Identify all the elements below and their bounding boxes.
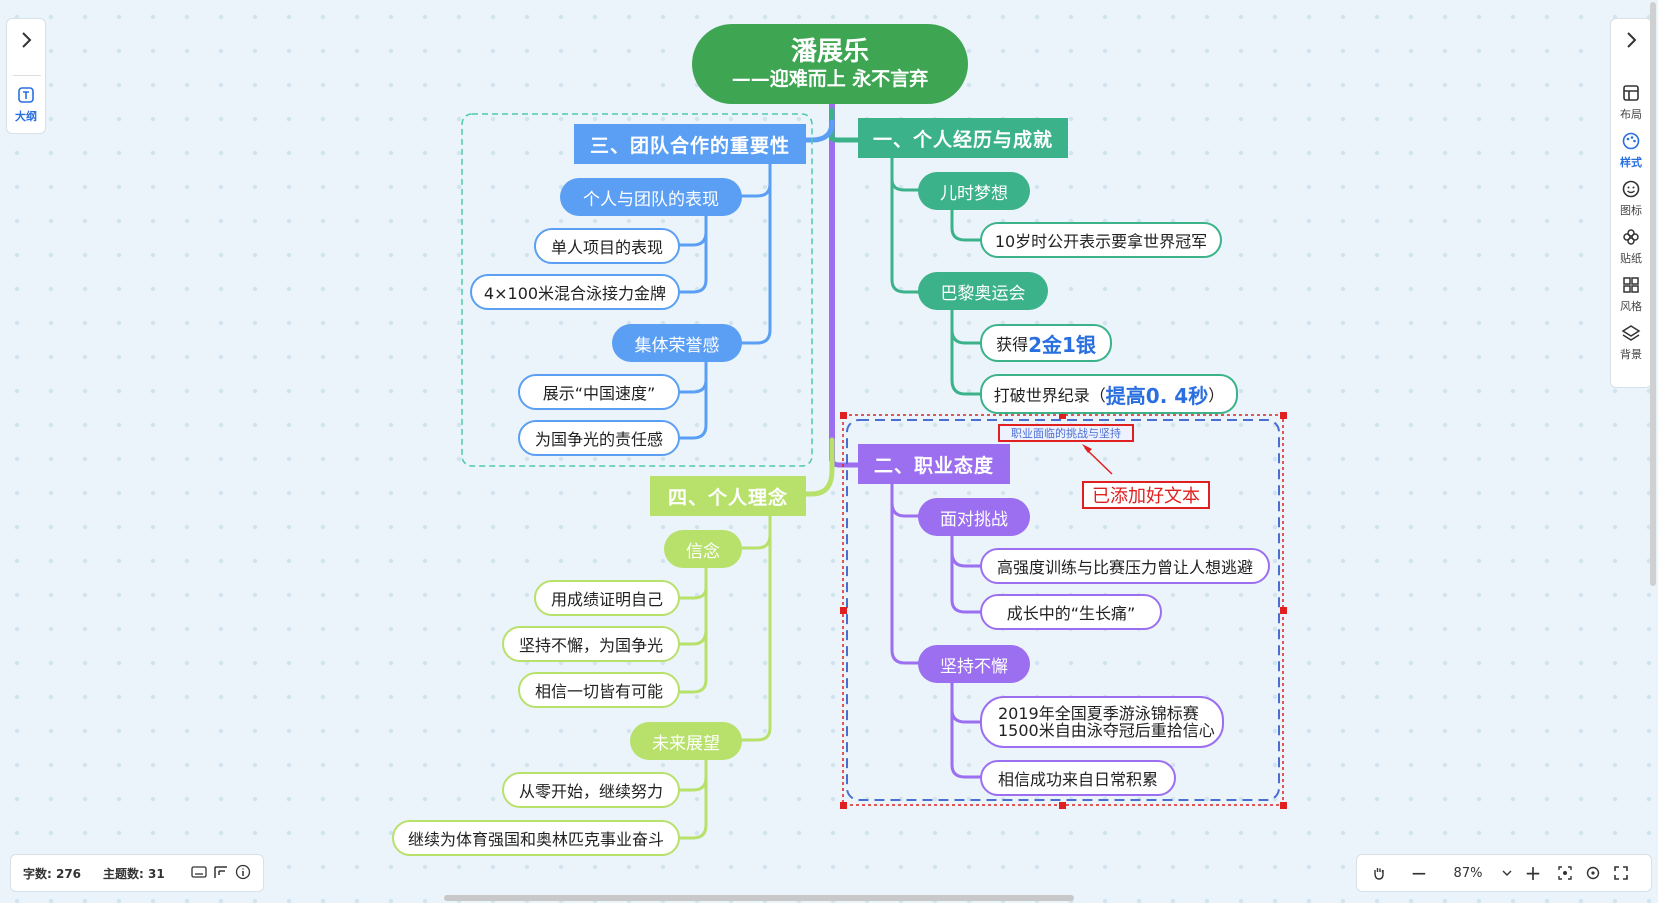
root-subtitle: ——迎难而上 永不言弃: [731, 68, 929, 90]
sticker-label: 贴纸: [1620, 252, 1642, 265]
b3-leaf-relay-gold[interactable]: 4×100米混合泳接力金牌: [470, 274, 680, 310]
layout-icon: [1621, 83, 1641, 106]
b1-leaf-champion-goal[interactable]: 10岁时公开表示要拿世界冠军: [980, 222, 1222, 258]
layout-button[interactable]: 布局: [1611, 83, 1651, 122]
branch-2-title[interactable]: 二、职业态度: [858, 444, 1010, 484]
annotation-arrow: [1084, 447, 1113, 475]
b3-sub-collective-honor[interactable]: 集体荣誉感: [612, 324, 742, 362]
record-suffix: ）: [1208, 386, 1225, 405]
b4-leaf-everything-possible[interactable]: 相信一切皆有可能: [518, 672, 680, 708]
b4-connector: [803, 437, 835, 497]
b3-group-frame: [461, 113, 813, 467]
palette-icon: [1621, 131, 1641, 154]
annotation-label: 已添加好文本: [1082, 481, 1210, 509]
info-icon[interactable]: [235, 864, 251, 883]
vertical-scrollbar[interactable]: [1650, 2, 1656, 586]
b2-leaf-growing-pains[interactable]: 成长中的“生长痛”: [980, 594, 1162, 630]
b3-leaf-national-duty[interactable]: 为国争光的责任感: [518, 420, 680, 456]
medals-prefix: 获得: [996, 335, 1029, 354]
panel-divider: [13, 75, 41, 76]
minimap-icon[interactable]: [213, 865, 229, 882]
left-panel: 大纲: [6, 18, 46, 134]
horizontal-scrollbar[interactable]: [444, 895, 1074, 901]
locate-icon[interactable]: [1579, 865, 1607, 881]
zoom-out-button[interactable]: −: [1410, 861, 1428, 885]
chevron-right-icon: [19, 31, 33, 54]
b4-sub-outlook[interactable]: 未来展望: [630, 722, 742, 760]
root-node[interactable]: 潘展乐 ——迎难而上 永不言弃: [692, 24, 968, 104]
fullscreen-icon[interactable]: [1607, 865, 1635, 881]
keyboard-icon[interactable]: [191, 865, 207, 882]
word-count: 字数: 276: [23, 866, 82, 881]
branch-3-title[interactable]: 三、团队合作的重要性: [574, 124, 806, 164]
zoom-level[interactable]: 87%: [1453, 865, 1483, 881]
b1-leaf-world-record[interactable]: 打破世界纪录（提高0. 4秒）: [980, 374, 1238, 414]
zoom-in-button[interactable]: +: [1524, 861, 1542, 885]
record-prefix: 打破世界纪录（: [993, 386, 1106, 405]
layout-label: 布局: [1620, 108, 1642, 121]
background-button[interactable]: 背景: [1611, 323, 1651, 362]
root-title: 潘展乐: [790, 37, 869, 67]
theme-button[interactable]: 风格: [1611, 275, 1651, 314]
b2-callout-text[interactable]: 职业面临的挑战与坚持: [998, 424, 1134, 442]
b3-leaf-single-event[interactable]: 单人项目的表现: [534, 228, 680, 264]
icon-label: 图标: [1620, 204, 1642, 217]
theme-label: 风格: [1620, 300, 1642, 313]
layers-icon: [1621, 323, 1641, 346]
outline-icon: [16, 85, 36, 108]
b4-sub-belief[interactable]: 信念: [664, 530, 742, 568]
fit-screen-icon[interactable]: [1551, 865, 1579, 881]
status-bar: 字数: 276 主题数: 31: [10, 854, 264, 892]
grid-icon: [1621, 275, 1641, 298]
championship-line-1: 2019年全国夏季游泳锦标赛: [998, 704, 1199, 723]
background-label: 背景: [1620, 348, 1642, 361]
style-label: 样式: [1620, 156, 1642, 169]
icon-button[interactable]: 图标: [1611, 179, 1651, 218]
b3-connector: [803, 119, 835, 143]
hand-icon[interactable]: [1357, 865, 1401, 881]
b4-leaf-olympic-cause[interactable]: 继续为体育强国和奥林匹克事业奋斗: [392, 820, 680, 856]
b2-leaf-pressure[interactable]: 高强度训练与比赛压力曾让人想逃避: [980, 548, 1270, 584]
zoom-bar: − 87% +: [1356, 854, 1652, 892]
chevron-down-icon[interactable]: [1499, 869, 1515, 877]
b2-leaf-daily-accumulation[interactable]: 相信成功来自日常积累: [980, 760, 1176, 796]
chevron-right-icon: [1624, 31, 1638, 52]
medals-count: 2金1银: [1028, 332, 1096, 357]
b4-leaf-prove-self[interactable]: 用成绩证明自己: [534, 580, 680, 616]
b4-leaf-never-give-up[interactable]: 坚持不懈，为国争光: [502, 626, 680, 662]
sticker-button[interactable]: 贴纸: [1611, 227, 1651, 266]
b4-leaf-start-from-zero[interactable]: 从零开始，继续努力: [502, 772, 680, 808]
right-panel: 布局 样式 图标 贴纸 风格 背景: [1610, 18, 1652, 388]
style-button[interactable]: 样式: [1611, 131, 1651, 170]
b1-connector: [829, 107, 861, 143]
branch-1-title[interactable]: 一、个人经历与成就: [858, 118, 1068, 158]
b3-sub-individual-team[interactable]: 个人与团队的表现: [560, 178, 742, 216]
b2-leaf-2019-championship[interactable]: 2019年全国夏季游泳锦标赛 1500米自由泳夺冠后重拾信心: [980, 696, 1224, 748]
branch-4-title[interactable]: 四、个人理念: [650, 476, 806, 516]
outline-button[interactable]: 大纲: [7, 85, 45, 124]
championship-line-2: 1500米自由泳夺冠后重拾信心: [998, 721, 1215, 740]
record-improvement: 提高0. 4秒: [1105, 383, 1209, 408]
b2-sub-challenges[interactable]: 面对挑战: [918, 498, 1030, 536]
b2-connector: [829, 457, 861, 468]
expand-left-button[interactable]: [7, 31, 45, 54]
b2-sub-persistence[interactable]: 坚持不懈: [918, 645, 1030, 683]
outline-label: 大纲: [15, 110, 37, 123]
b1-sub-paris[interactable]: 巴黎奥运会: [918, 272, 1048, 310]
smiley-icon: [1621, 179, 1641, 202]
collapse-right-button[interactable]: [1611, 31, 1651, 52]
flower-icon: [1621, 227, 1641, 250]
b1-sub-dream[interactable]: 儿时梦想: [918, 172, 1030, 210]
topic-count: 主题数: 31: [103, 866, 165, 881]
b3-leaf-china-speed[interactable]: 展示“中国速度”: [518, 374, 680, 410]
